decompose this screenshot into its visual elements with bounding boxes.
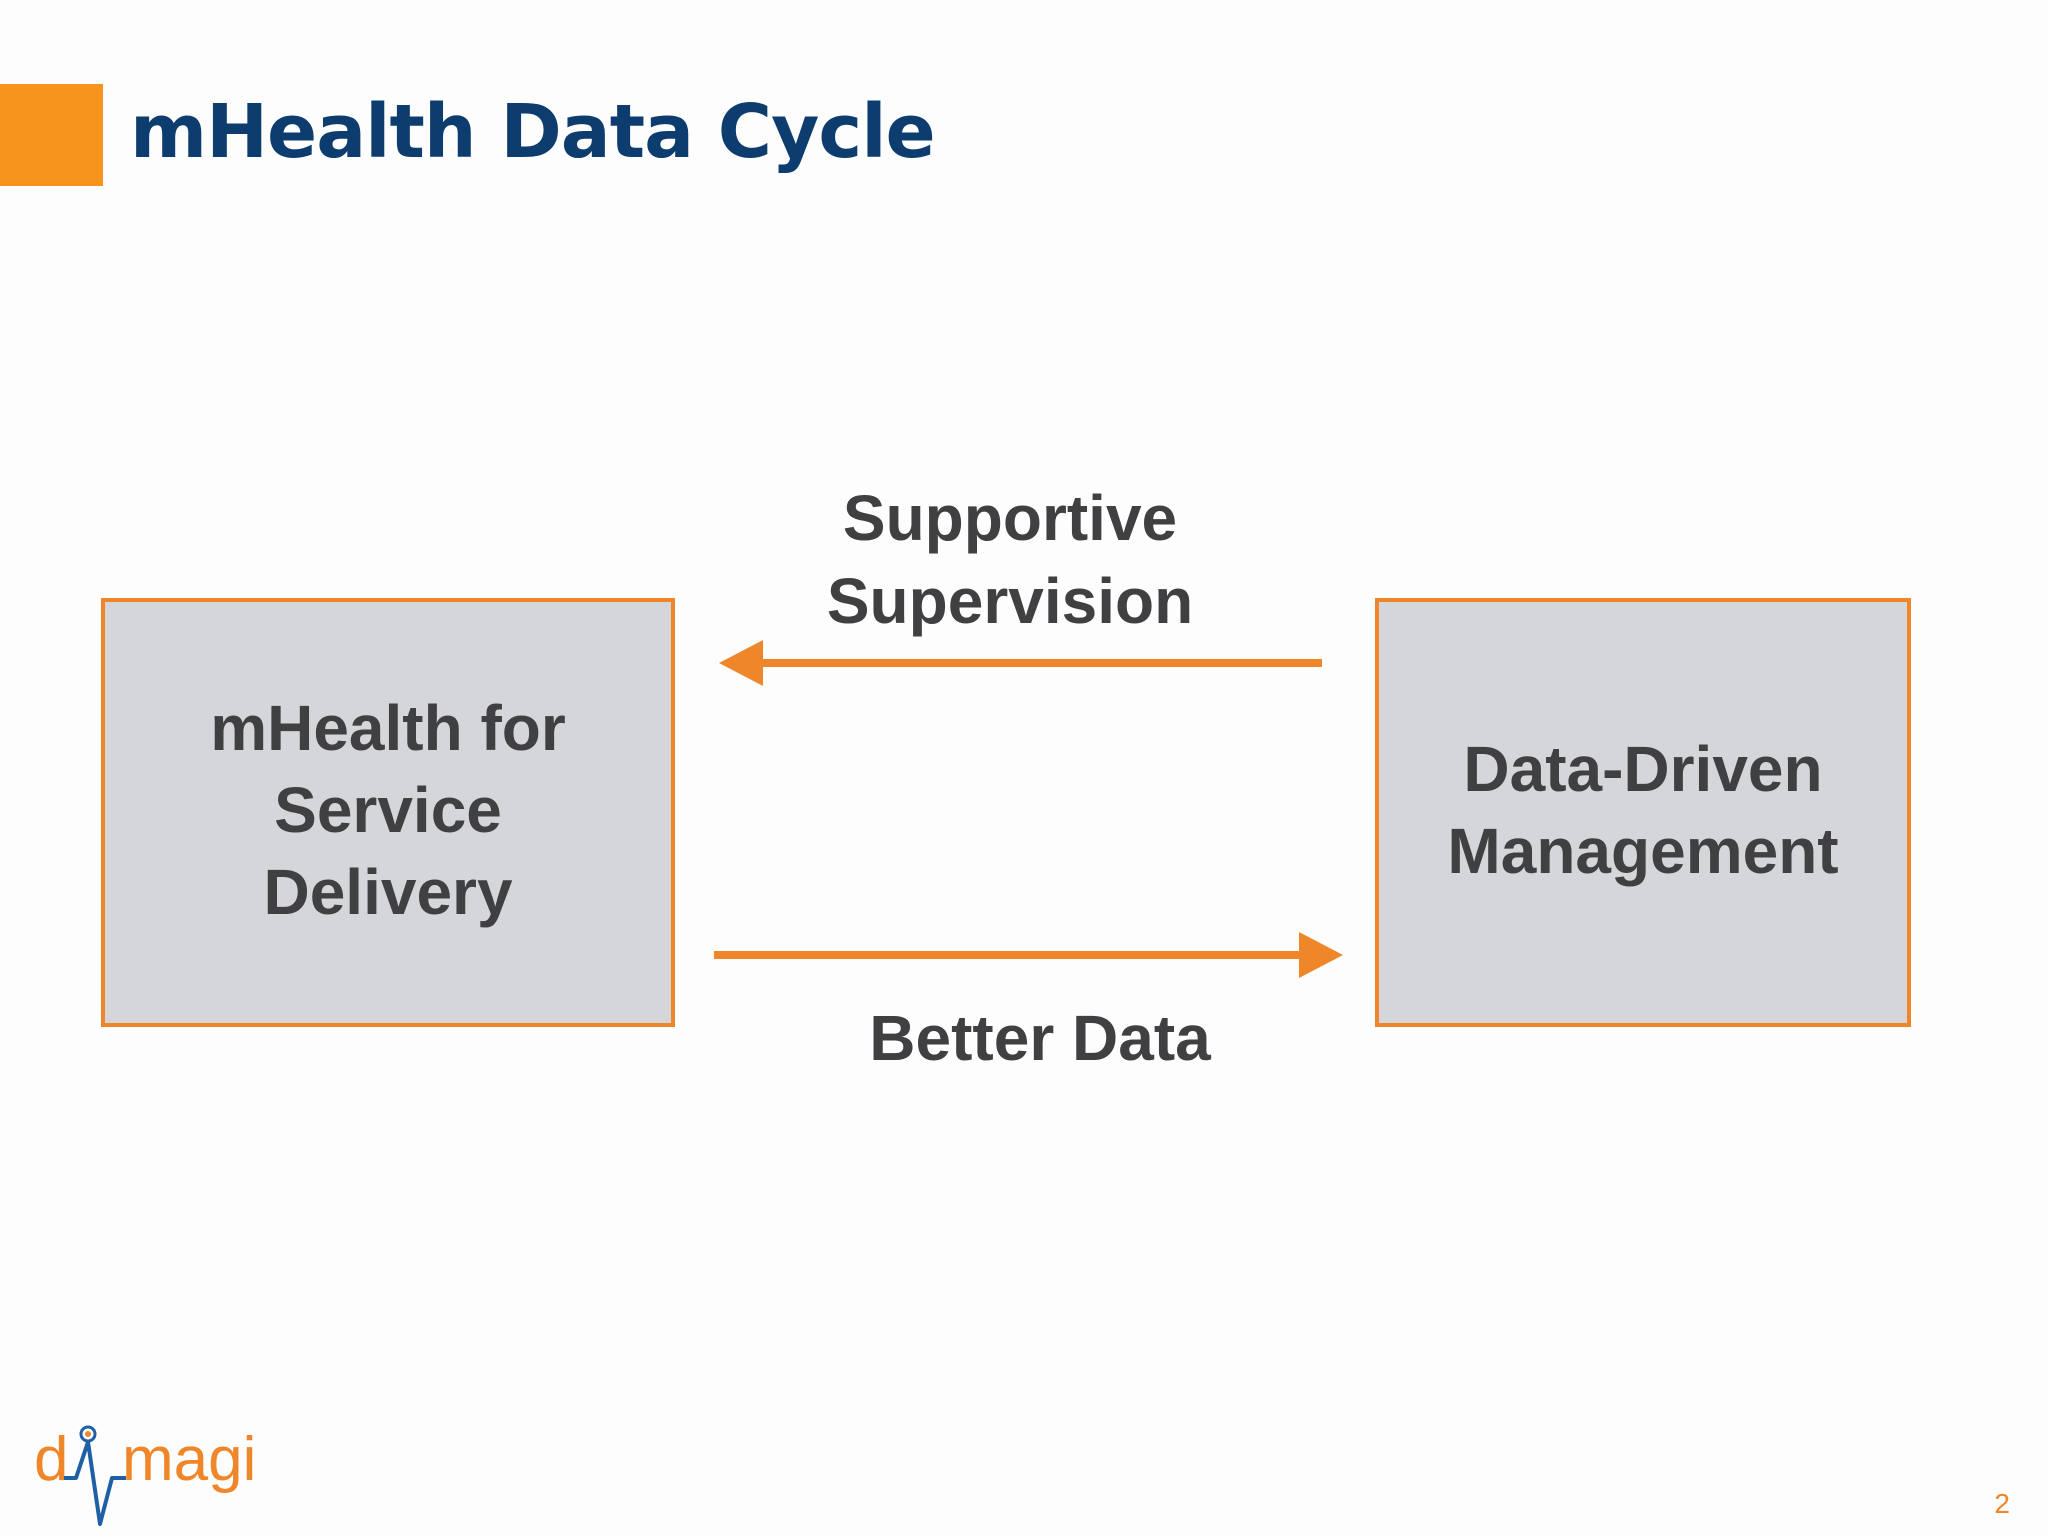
svg-text:magi: magi bbox=[122, 1425, 256, 1494]
better-data-label: Better Data bbox=[869, 1002, 1211, 1074]
page-number: 2 bbox=[1994, 1488, 2010, 1519]
supportive-supervision-label: Supportive Supervision bbox=[826, 482, 1194, 637]
service-delivery-box: mHealth for Service Delivery bbox=[101, 598, 675, 1027]
arrow-left bbox=[719, 640, 1322, 686]
slide-title: mHealth Data Cycle bbox=[130, 89, 936, 175]
svg-text:d: d bbox=[34, 1425, 68, 1494]
title-accent-block bbox=[0, 84, 103, 186]
arrow-right bbox=[714, 932, 1343, 978]
data-driven-management-box: Data-Driven Management bbox=[1375, 598, 1911, 1027]
service-delivery-label: mHealth for Service Delivery bbox=[210, 691, 566, 928]
dimagi-logo: d magi bbox=[34, 1425, 256, 1526]
data-driven-management-label: Data-Driven Management bbox=[1447, 732, 1839, 887]
